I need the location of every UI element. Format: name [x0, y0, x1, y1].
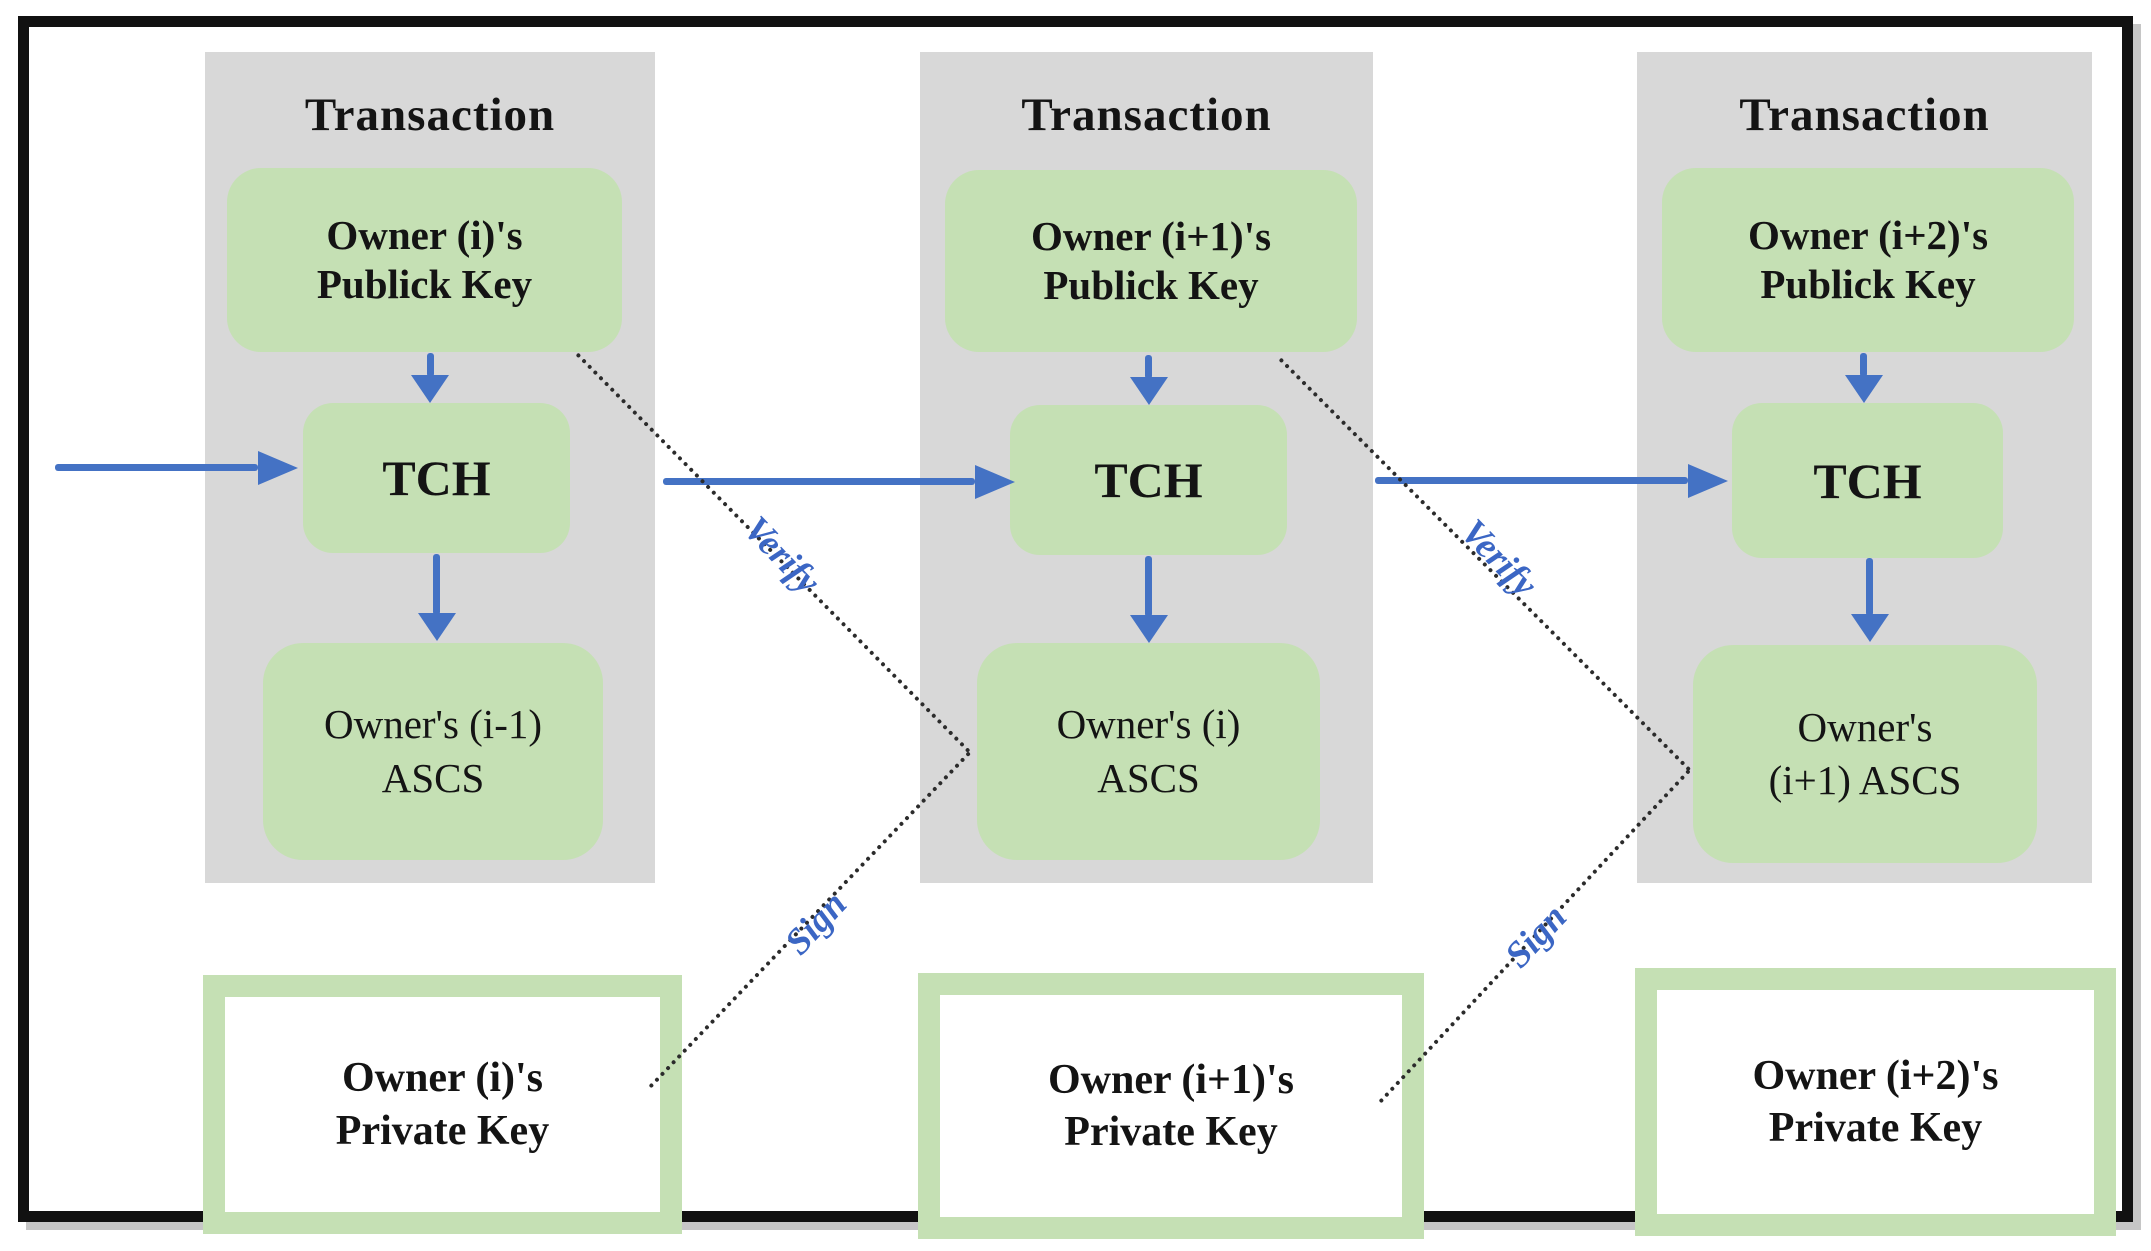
tch-label: TCH	[382, 450, 491, 506]
transaction-title-3: Transaction	[1739, 89, 1990, 141]
private-key-line2: Private Key	[1768, 1105, 1983, 1151]
arrow-head-icon	[1130, 377, 1168, 405]
private-key-box-2: Owner (i+1)'s Private Key	[918, 973, 1424, 1239]
arrow-head-icon	[418, 613, 456, 641]
tch-box-3: TCH	[1732, 403, 2003, 558]
ascs-box-2: Owner's (i) ASCS	[977, 643, 1320, 860]
ascs-line2: (i+1) ASCS	[1768, 757, 1962, 803]
private-key-line2: Private Key	[335, 1107, 550, 1154]
arrow-head-icon	[1688, 464, 1728, 498]
ascs-box-1: Owner's (i-1) ASCS	[263, 643, 603, 860]
public-key-box-1: Owner (i)'s Publick Key	[227, 168, 622, 352]
arrow-head-icon	[1845, 375, 1883, 403]
public-key-box-2: Owner (i+1)'s Publick Key	[945, 170, 1357, 352]
private-key-line1: Owner (i+2)'s	[1752, 1052, 1999, 1099]
arrow-head-icon	[975, 465, 1015, 499]
public-key-line1: Owner (i+1)'s	[1030, 212, 1272, 259]
ascs-line2: ASCS	[381, 754, 485, 801]
public-key-box-3: Owner (i+2)'s Publick Key	[1662, 168, 2074, 352]
arrow-head-icon	[411, 375, 449, 403]
arrow-head-icon	[1851, 614, 1889, 642]
public-key-line2: Publick Key	[1043, 262, 1259, 308]
arrow-head-icon	[258, 451, 298, 485]
ascs-box-3: Owner's (i+1) ASCS	[1693, 645, 2037, 863]
arrow-head-icon	[1130, 615, 1168, 643]
tch-box-2: TCH	[1010, 405, 1287, 555]
private-key-box-1: Owner (i)'s Private Key	[203, 975, 682, 1234]
public-key-line1: Owner (i)'s	[326, 211, 523, 258]
tch-label: TCH	[1094, 452, 1203, 508]
ascs-line1: Owner's (i)	[1056, 701, 1241, 748]
private-key-line1: Owner (i+1)'s	[1048, 1056, 1294, 1103]
ascs-line2: ASCS	[1097, 754, 1200, 801]
transaction-title-1: Transaction	[304, 89, 556, 141]
tch-box-1: TCH	[303, 403, 570, 553]
private-key-line1: Owner (i)'s	[341, 1055, 544, 1101]
transaction-title-2: Transaction	[1021, 89, 1272, 141]
ascs-line1: Owner's	[1797, 703, 1933, 750]
ascs-line1: Owner's (i-1)	[323, 701, 542, 748]
tch-label: TCH	[1813, 452, 1922, 509]
public-key-line1: Owner (i+2)'s	[1747, 211, 1989, 258]
private-key-line2: Private Key	[1064, 1109, 1278, 1155]
private-key-box-3: Owner (i+2)'s Private Key	[1635, 968, 2116, 1236]
public-key-line2: Publick Key	[1760, 261, 1976, 307]
public-key-line2: Publick Key	[316, 261, 533, 307]
